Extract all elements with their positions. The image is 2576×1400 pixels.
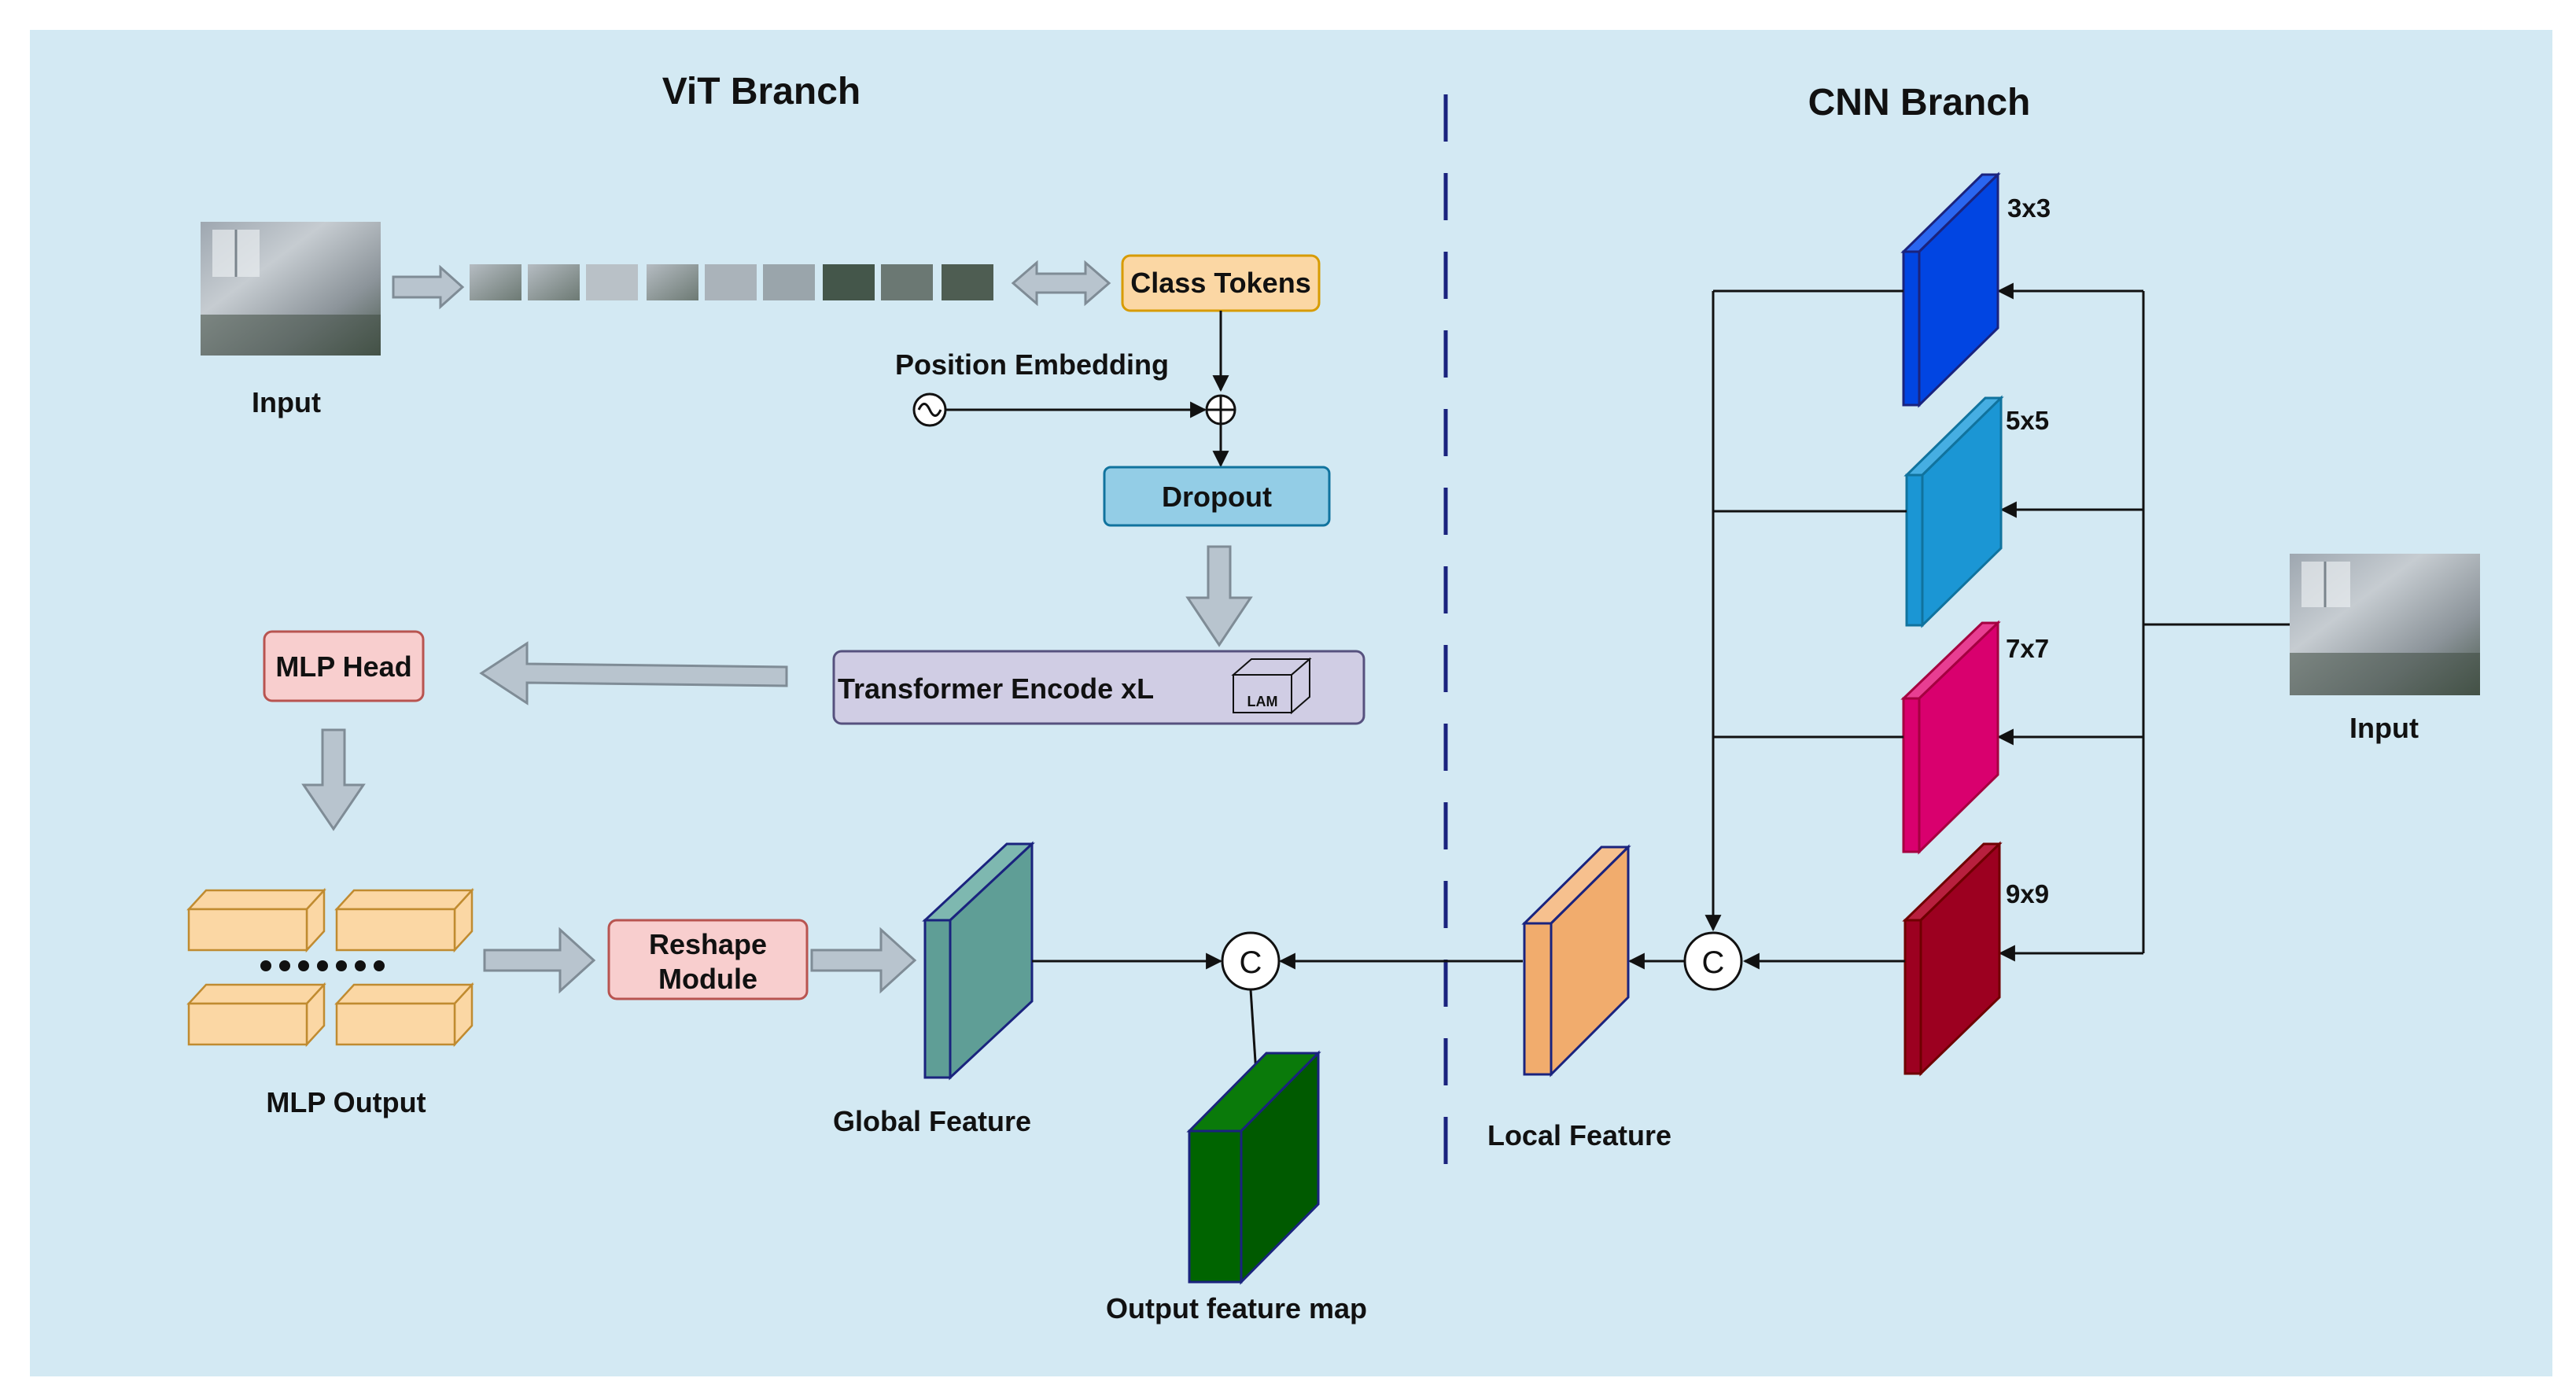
concat-operator-right: C <box>1683 931 1743 991</box>
output-feature-map-label: Output feature map <box>1106 1292 1367 1324</box>
reshape-label-line1: Reshape <box>649 928 767 960</box>
global-feature-block <box>922 841 1035 1081</box>
cnn-branch-title: CNN Branch <box>1808 82 2031 123</box>
kernel-label-7x7: 7x7 <box>2006 634 2049 663</box>
concat-symbol-center: C <box>1240 945 1262 980</box>
image-patches <box>470 264 993 300</box>
mlp-output-block <box>186 982 326 1048</box>
conv-kernel-3x3 <box>1900 171 2001 408</box>
kernel-label-3x3: 3x3 <box>2007 193 2051 223</box>
mlp-output-block <box>186 887 326 953</box>
reshape-label-line2: Module <box>658 963 757 995</box>
lam-cube-icon: LAM <box>1231 657 1312 715</box>
mlp-head-to-output-arrow <box>301 728 366 831</box>
patch-token-double-arrow <box>1011 260 1111 307</box>
transformer-encoder-label: Transformer Encode xL <box>838 672 1154 705</box>
mlp-output-blocks <box>186 887 474 1048</box>
conv-kernel-5x5 <box>1903 395 2004 628</box>
ellipsis-dots <box>260 960 385 971</box>
add-operator-icon <box>1205 394 1236 426</box>
mlp-head-box: MLP Head <box>263 630 425 702</box>
local-feature-label: Local Feature <box>1487 1119 1671 1151</box>
input-image-left <box>201 222 381 356</box>
dropout-label: Dropout <box>1162 481 1272 513</box>
patch-split-arrow <box>392 264 465 310</box>
concat-symbol-right: C <box>1702 945 1725 980</box>
dropout-to-encoder-arrow <box>1185 545 1253 647</box>
class-tokens-label: Class Tokens <box>1130 267 1310 299</box>
sine-wave-icon <box>912 392 947 427</box>
input-label-right: Input <box>2349 712 2419 744</box>
position-embedding-label: Position Embedding <box>895 348 1169 381</box>
mlp-output-block <box>334 982 474 1048</box>
mlp-output-block <box>334 887 474 953</box>
concat-operator-center: C <box>1221 931 1281 991</box>
kernel-label-9x9: 9x9 <box>2006 879 2049 908</box>
vit-branch-title: ViT Branch <box>662 71 861 112</box>
reshape-module-box: Reshape Module <box>607 919 809 1000</box>
reshape-to-global-arrow <box>810 927 917 994</box>
input-image-right <box>2290 554 2480 695</box>
global-feature-label: Global Feature <box>833 1105 1031 1137</box>
output-feature-map-block <box>1186 1050 1321 1285</box>
mlp-output-label: MLP Output <box>266 1086 426 1118</box>
transformer-encoder-box: Transformer Encode xL LAM <box>832 650 1365 725</box>
mlp-output-to-reshape-arrow <box>483 927 596 994</box>
dropout-box: Dropout <box>1103 466 1331 527</box>
input-label-left: Input <box>252 386 321 418</box>
class-tokens-box: Class Tokens <box>1121 254 1321 312</box>
encoder-to-mlp-head-arrow <box>479 641 788 706</box>
conv-kernel-9x9 <box>1902 841 2003 1077</box>
kernel-label-5x5: 5x5 <box>2006 406 2049 435</box>
local-feature-block <box>1521 844 1631 1078</box>
lam-label: LAM <box>1247 694 1278 709</box>
conv-kernel-7x7 <box>1900 620 2001 855</box>
mlp-head-label: MLP Head <box>275 650 411 683</box>
